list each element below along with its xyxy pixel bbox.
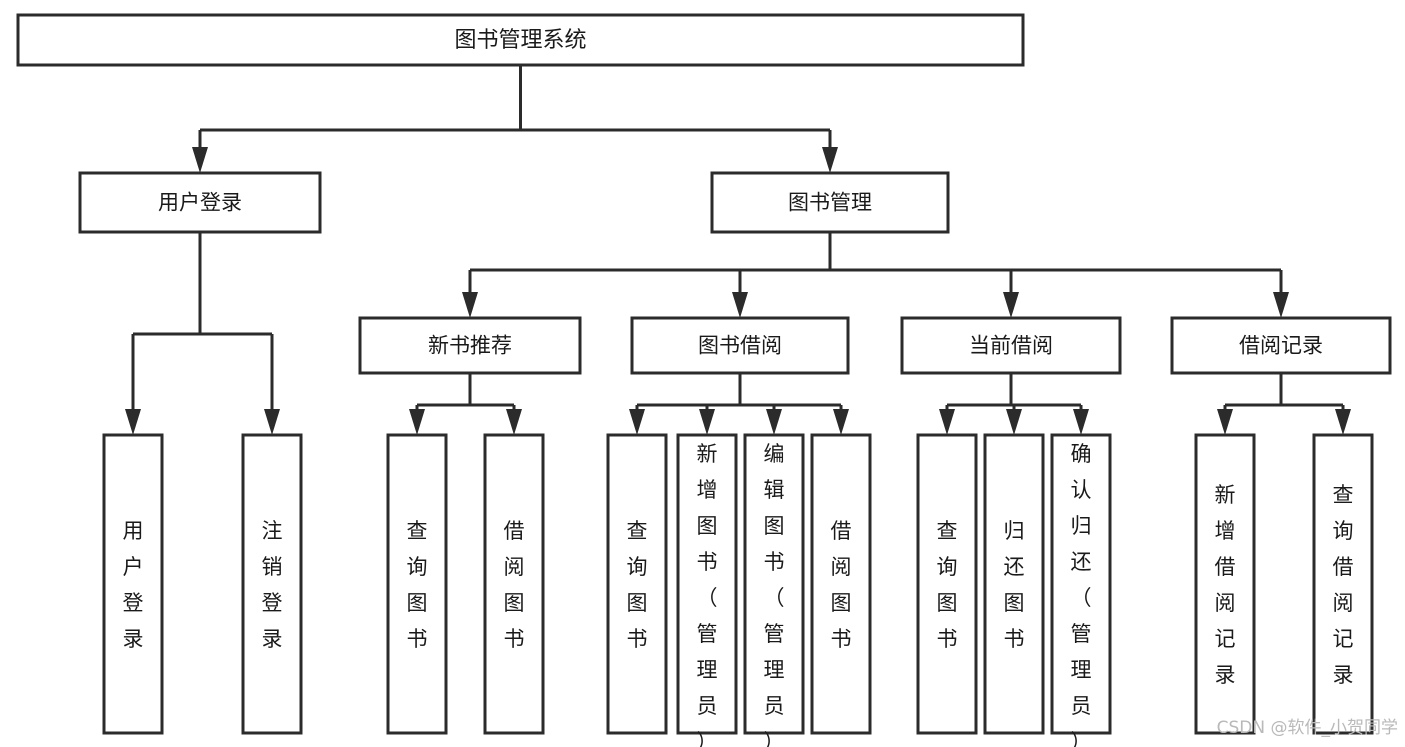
node-leaf-borrow-book[interactable]: 借阅图书 [810,433,872,735]
book-borrow-branch-0-arrowhead [629,409,645,435]
node-leaf-return-book-box[interactable] [983,433,1045,735]
book-manage-branch-0-arrowhead [462,292,478,318]
node-user-login-box[interactable] [78,171,322,234]
user-login-branch-1-arrowhead [264,409,280,435]
node-leaf-borrow-book-label: 借阅图书 [831,519,852,651]
node-leaf-query-book-current-box[interactable] [916,433,978,735]
node-layer: 图书管理系统用户登录图书管理新书推荐图书借阅当前借阅借阅记录用户登录注销登录查询… [16,13,1392,747]
node-leaf-user-login-label: 用户登录 [123,519,144,651]
node-leaf-query-book-current[interactable]: 查询图书 [916,433,978,735]
node-leaf-logout-label: 注销登录 [262,519,283,651]
node-leaf-logout[interactable]: 注销登录 [241,433,303,735]
node-leaf-return-book-label: 归还图书 [1004,519,1025,651]
node-current-borrow[interactable]: 当前借阅 [900,316,1122,375]
node-leaf-user-login-box[interactable] [102,433,164,735]
node-book-borrow-label: 图书借阅 [698,334,782,358]
node-leaf-borrow-book-new[interactable]: 借阅图书 [483,433,545,735]
node-current-borrow-label: 当前借阅 [969,334,1053,358]
node-leaf-add-record[interactable]: 新增借阅记录 [1194,433,1256,735]
book-borrow-branch-2-arrowhead [766,409,782,435]
node-new-book-recommend-label: 新书推荐 [428,334,512,358]
node-borrow-record-box[interactable] [1170,316,1392,375]
node-book-manage-box[interactable] [710,171,950,234]
node-leaf-query-book-borrow-box[interactable] [606,433,668,735]
node-leaf-add-record-label: 新增借阅记录 [1215,483,1236,687]
book-manage-branch-2-arrowhead [1003,292,1019,318]
node-user-login-label: 用户登录 [158,191,242,215]
book-manage-branch-3-arrowhead [1273,292,1289,318]
borrow-record-branch-1-arrowhead [1335,409,1351,435]
node-leaf-query-book-new-label: 查询图书 [407,519,428,651]
node-borrow-record[interactable]: 借阅记录 [1170,316,1392,375]
node-leaf-query-book-new[interactable]: 查询图书 [386,433,448,735]
node-new-book-recommend-box[interactable] [358,316,582,375]
node-root[interactable]: 图书管理系统 [16,13,1025,67]
node-new-book-recommend[interactable]: 新书推荐 [358,316,582,375]
node-leaf-query-book-new-box[interactable] [386,433,448,735]
node-leaf-query-book-borrow-label: 查询图书 [627,519,648,651]
node-leaf-edit-book-label: 编辑图书（管理员） [764,442,785,747]
node-current-borrow-box[interactable] [900,316,1122,375]
csdn-watermark: CSDN @软件_小贺同学 [1217,718,1398,738]
node-leaf-user-login[interactable]: 用户登录 [102,433,164,735]
node-leaf-confirm-return-box[interactable] [1050,433,1112,735]
node-book-borrow-box[interactable] [630,316,850,375]
node-leaf-borrow-book-new-label: 借阅图书 [504,519,525,651]
node-user-login[interactable]: 用户登录 [78,171,322,234]
current-borrow-branch-0-arrowhead [939,409,955,435]
current-borrow-branch-1-arrowhead [1006,409,1022,435]
node-leaf-borrow-book-box[interactable] [810,433,872,735]
node-leaf-confirm-return-label: 确认归还（管理员） [1071,442,1092,747]
book-borrow-branch-3-arrowhead [833,409,849,435]
node-book-manage-label: 图书管理 [788,191,872,215]
node-book-borrow[interactable]: 图书借阅 [630,316,850,375]
node-leaf-add-book-box[interactable] [676,433,738,735]
node-leaf-edit-book-box[interactable] [743,433,805,735]
new-book-recommend-branch-1-arrowhead [506,409,522,435]
node-leaf-borrow-book-new-box[interactable] [483,433,545,735]
node-root-box[interactable] [16,13,1025,67]
node-leaf-query-book-borrow[interactable]: 查询图书 [606,433,668,735]
node-leaf-query-record-label: 查询借阅记录 [1333,483,1354,687]
current-borrow-branch-2-arrowhead [1073,409,1089,435]
book-manage-branch-1-arrowhead [732,292,748,318]
node-book-manage[interactable]: 图书管理 [710,171,950,234]
node-leaf-confirm-return[interactable]: 确认归还（管理员） [1050,433,1112,747]
node-leaf-edit-book[interactable]: 编辑图书（管理员） [743,433,805,747]
node-leaf-query-book-current-label: 查询图书 [937,519,958,651]
node-leaf-query-record-box[interactable] [1312,433,1374,735]
borrow-record-branch-0-arrowhead [1217,409,1233,435]
node-leaf-add-book-label: 新增图书（管理员） [697,442,718,747]
user-login-branch-0-arrowhead [125,409,141,435]
connector-layer [125,65,1351,435]
root-branch-0-arrowhead [192,147,208,173]
node-leaf-add-book[interactable]: 新增图书（管理员） [676,433,738,747]
node-leaf-logout-box[interactable] [241,433,303,735]
node-leaf-query-record[interactable]: 查询借阅记录 [1312,433,1374,735]
new-book-recommend-branch-0-arrowhead [409,409,425,435]
node-root-label: 图书管理系统 [454,28,586,53]
root-branch-1-arrowhead [822,147,838,173]
node-borrow-record-label: 借阅记录 [1239,334,1323,358]
node-leaf-return-book[interactable]: 归还图书 [983,433,1045,735]
node-leaf-add-record-box[interactable] [1194,433,1256,735]
book-borrow-branch-1-arrowhead [699,409,715,435]
